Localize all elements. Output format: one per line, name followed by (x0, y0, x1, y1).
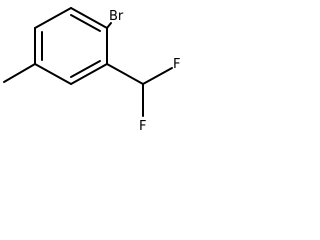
ring-bond-c2-c3 (34, 7, 72, 29)
bond-c1-bromine (106, 22, 112, 29)
fluorine-bottom-label: F (139, 119, 146, 134)
bond-chf2-fluorine-top (142, 67, 173, 85)
bond-c6-chf2 (106, 63, 144, 85)
ring-bond-c5-c6 (70, 63, 108, 85)
double-bond-inner-top (70, 14, 101, 32)
bromine-label: Br (109, 9, 124, 24)
ring-bond-c1-c2 (70, 7, 108, 29)
chemical-structure: Br F F (3, 7, 180, 134)
bond-c4-methyl (3, 63, 36, 83)
fluorine-top-label: F (173, 57, 180, 72)
double-bond-inner-bottom (70, 60, 101, 78)
ring-bond-c4-c5 (34, 63, 72, 85)
